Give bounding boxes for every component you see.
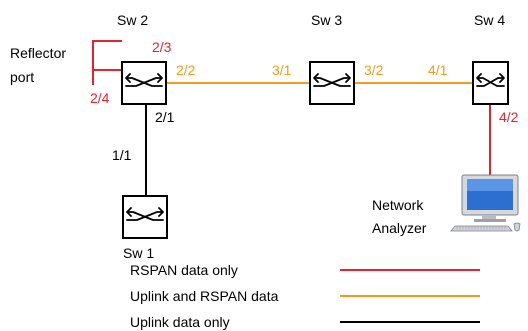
port-1-1: 1/1 — [112, 147, 132, 163]
port-2-1: 2/1 — [155, 109, 175, 125]
legend-label-uplink: Uplink data only — [130, 314, 230, 330]
legend-label-rspan: RSPAN data only — [130, 262, 238, 278]
label-sw4: Sw 4 — [474, 12, 505, 28]
reflector-port-label-1: Reflector — [10, 45, 66, 61]
switch-sw1 — [122, 195, 168, 239]
port-3-2: 3/2 — [364, 62, 384, 78]
label-sw3: Sw 3 — [311, 12, 342, 28]
computer-icon — [461, 174, 519, 222]
port-3-1: 3/1 — [272, 62, 292, 78]
switch-sw2 — [121, 61, 167, 105]
switch-icon — [125, 73, 163, 87]
label-sw2: Sw 2 — [117, 12, 148, 28]
switch-icon — [476, 73, 505, 87]
switch-sw3 — [309, 61, 355, 105]
port-2-3: 2/3 — [152, 39, 172, 55]
port-4-1: 4/1 — [428, 62, 448, 78]
keyboard-icon — [450, 225, 513, 232]
analyzer-label-1: Network — [372, 197, 424, 213]
switch-icon — [126, 207, 164, 221]
analyzer-label-2: Analyzer — [372, 220, 427, 236]
mouse-icon — [513, 222, 521, 232]
port-4-2: 4/2 — [499, 109, 519, 125]
reflector-loop-link — [92, 40, 122, 85]
legend-label-uplink-rspan: Uplink and RSPAN data — [130, 288, 279, 304]
label-sw1: Sw 1 — [123, 245, 154, 261]
switch-sw4 — [472, 61, 509, 105]
port-2-4: 2/4 — [90, 90, 110, 106]
port-2-2: 2/2 — [176, 62, 196, 78]
switch-icon — [313, 73, 351, 87]
reflector-port-label-2: port — [10, 69, 34, 85]
